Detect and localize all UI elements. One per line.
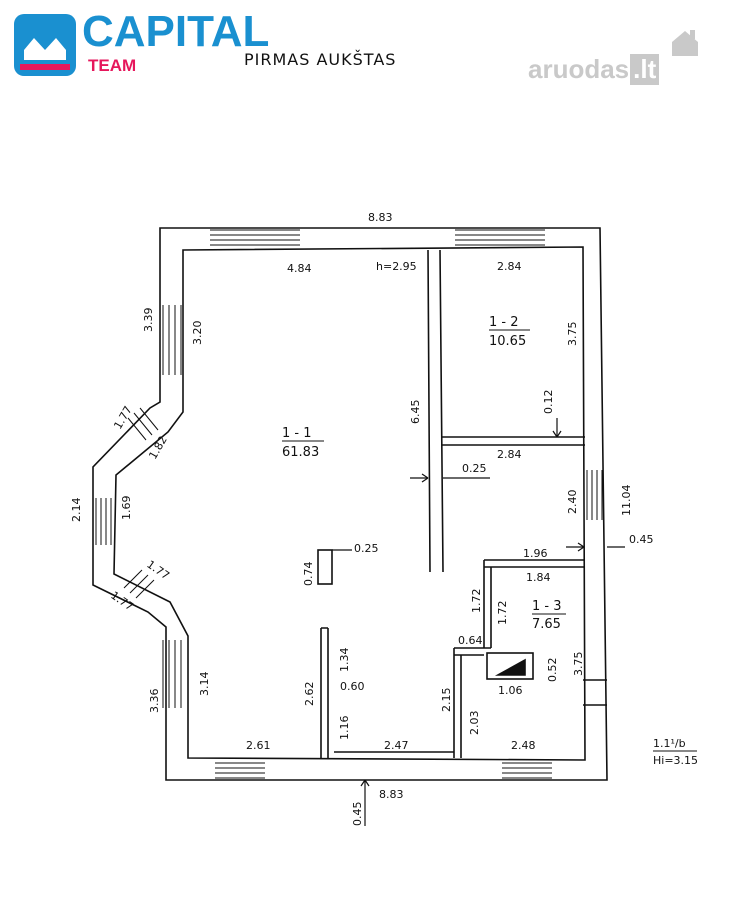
windows — [95, 229, 603, 779]
room-id: 1 - 1 — [282, 426, 312, 441]
legend-line: Hi=3.15 — [653, 754, 698, 767]
dim-label: 1.69 — [120, 496, 133, 521]
dim-label: 4.84 — [287, 262, 312, 275]
dim-label: 0.25 — [462, 462, 487, 475]
dim-label: 1.72 — [496, 601, 509, 626]
room-label: 1 - 3 7.65 — [532, 599, 566, 632]
dim-label: 6.45 — [409, 400, 422, 425]
dim-label: 2.40 — [566, 490, 579, 515]
dim-label: 2.61 — [246, 739, 271, 752]
brand-name: CAPITAL — [82, 7, 270, 56]
dim-label: 2.62 — [303, 682, 316, 707]
watermark-text: aruodas — [528, 54, 630, 84]
dim-label: 0.45 — [351, 802, 364, 827]
dim-label: 1.82 — [146, 434, 170, 462]
dim-label: 2.03 — [468, 711, 481, 736]
room-label: 1 - 1 61.83 — [282, 426, 324, 460]
dim-label: 2.84 — [497, 448, 522, 461]
room-id: 1 - 2 — [489, 315, 519, 330]
dim-label: 3.75 — [566, 322, 579, 347]
dim-label: 3.20 — [191, 321, 204, 346]
dim-label: 1.77 — [144, 558, 172, 583]
capital-logo-icon — [14, 14, 76, 76]
dim-label: 0.74 — [302, 562, 315, 587]
dim-label: 0.60 — [340, 680, 365, 693]
house-icon — [672, 30, 698, 56]
dimension-ticks — [332, 418, 625, 826]
dim-label: 1.72 — [470, 589, 483, 614]
dim-label: 3.75 — [572, 652, 585, 677]
dim-label: 1.06 — [498, 684, 523, 697]
dim-label: 1.96 — [523, 547, 548, 560]
dim-label: 1.34 — [338, 648, 351, 673]
watermark-tld: .lt — [630, 54, 660, 85]
dim-label: 0.52 — [546, 658, 559, 683]
dim-label: 11.04 — [620, 485, 633, 517]
dim-label: 0.25 — [354, 542, 379, 555]
room-area: 7.65 — [532, 617, 561, 632]
brand-sub: TEAM — [88, 56, 137, 75]
page-title: PIRMAS AUKŠTAS — [244, 50, 397, 69]
dim-label: 2.48 — [511, 739, 536, 752]
dim-label: 8.83 — [379, 788, 404, 801]
dim-label: 1.77 — [108, 589, 136, 614]
dim-label: 0.64 — [458, 634, 483, 647]
dim-label: 3.14 — [198, 672, 211, 697]
room-area: 10.65 — [489, 334, 526, 349]
legend: 1.1¹/b Hi=3.15 — [653, 737, 698, 767]
dim-label: 1.16 — [338, 716, 351, 741]
dim-label: 2.47 — [384, 739, 409, 752]
dim-label: h=2.95 — [376, 260, 417, 273]
room-label: 1 - 2 10.65 — [489, 315, 530, 349]
dim-label: 3.36 — [148, 689, 161, 714]
dim-label: 2.14 — [70, 498, 83, 523]
dim-label: 0.45 — [629, 533, 654, 546]
dim-label: 2.15 — [440, 688, 453, 713]
walls — [92, 227, 608, 781]
dim-label: 0.12 — [542, 390, 555, 415]
dim-label: 1.84 — [526, 571, 551, 584]
dim-label: 2.84 — [497, 260, 522, 273]
legend-line: 1.1¹/b — [653, 737, 686, 750]
dim-label: 3.39 — [142, 308, 155, 333]
dim-label: 8.83 — [368, 211, 393, 224]
room-area: 61.83 — [282, 445, 319, 460]
room-id: 1 - 3 — [532, 599, 562, 614]
watermark: aruodas.lt — [528, 54, 660, 85]
